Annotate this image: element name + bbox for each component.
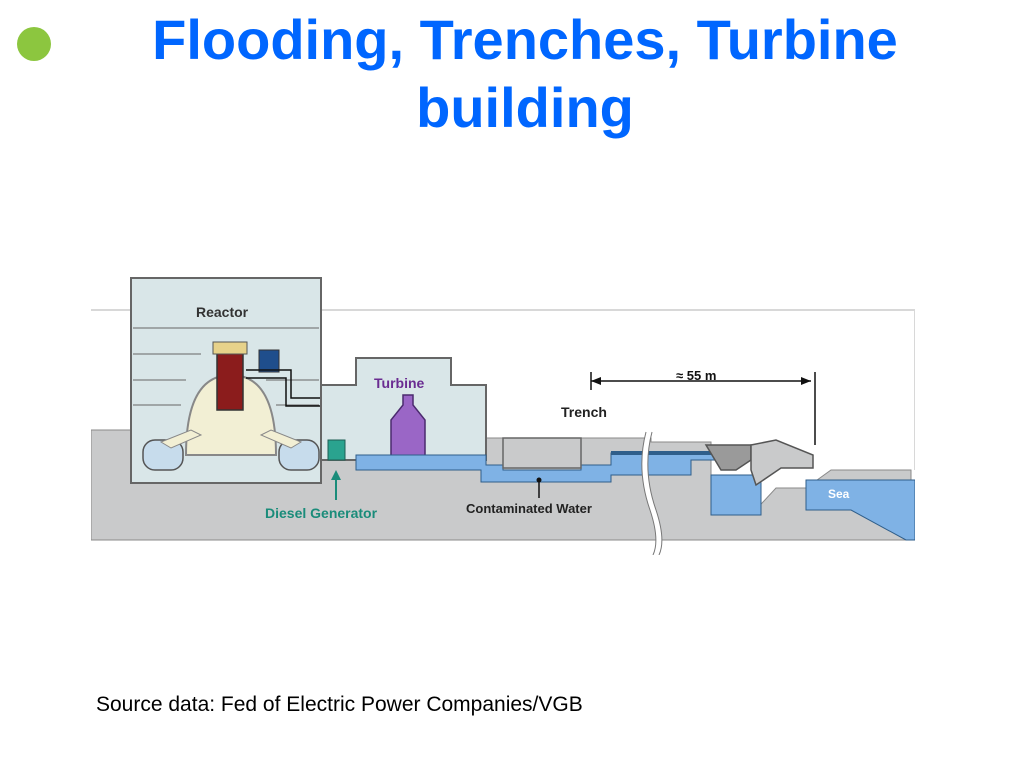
reactor-pool	[258, 349, 280, 373]
intake-pit-water	[710, 474, 762, 516]
title-line-2: building	[416, 76, 634, 139]
pier	[750, 439, 814, 487]
label-turbine: Turbine	[374, 375, 425, 391]
sea-water	[805, 479, 915, 541]
source-citation: Source data: Fed of Electric Power Compa…	[96, 693, 583, 716]
torus-arm-left	[159, 429, 203, 449]
label-sea: Sea	[828, 487, 850, 501]
intake-structure	[704, 444, 752, 471]
label-reactor: Reactor	[196, 304, 249, 320]
diesel-generator	[327, 439, 346, 461]
label-distance: ≈ 55 m	[676, 368, 716, 383]
label-trench: Trench	[561, 404, 607, 420]
trench-box	[502, 437, 582, 469]
contaminated-water-pointer-dot	[536, 477, 542, 483]
diesel-arrowhead	[331, 470, 341, 480]
dimension-arrow-left	[591, 377, 601, 385]
break-line-1-edge-b	[647, 431, 663, 555]
label-diesel-generator: Diesel Generator	[265, 505, 378, 521]
title-line-1: Flooding, Trenches, Turbine	[152, 8, 898, 71]
reactor-core	[216, 349, 244, 411]
skyline-outline	[91, 309, 915, 470]
dimension-arrow-right	[801, 377, 811, 385]
plant-cross-section-diagram: Reactor Turbine Trench ≈ 55 m Diesel Gen…	[91, 277, 915, 555]
label-contaminated-water: Contaminated Water	[466, 501, 592, 516]
break-line-1	[641, 431, 662, 555]
torus-arm-right	[259, 429, 303, 449]
slide-title: Flooding, Trenches, Turbine building	[60, 6, 990, 142]
bullet-icon	[17, 27, 51, 61]
turbine	[390, 394, 426, 461]
reactor-core-head	[212, 341, 248, 355]
break-line-1-edge-a	[641, 431, 657, 555]
